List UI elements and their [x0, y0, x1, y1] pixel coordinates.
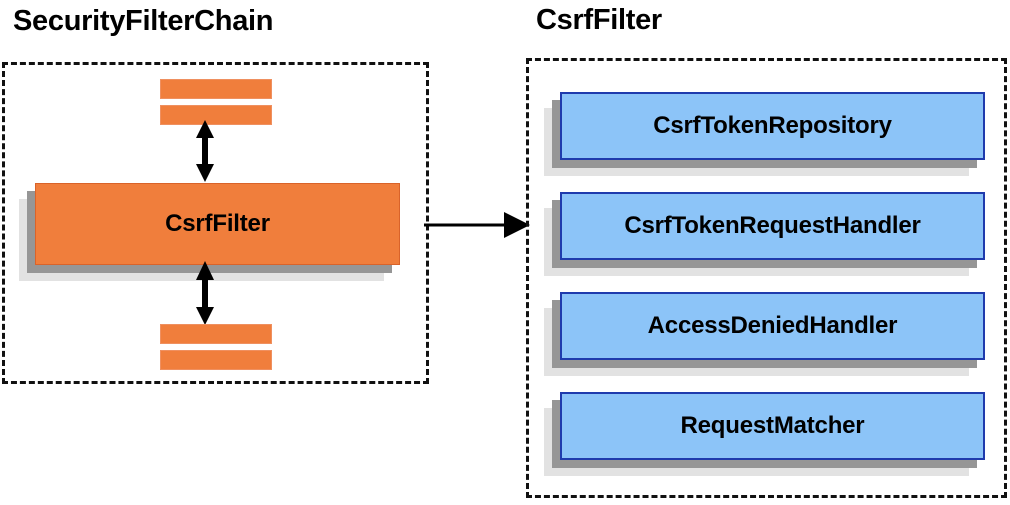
- security-filter-chain-panel: [2, 62, 429, 384]
- csrf-filter-component-label: CsrfFilter: [35, 183, 400, 265]
- collaborator-request-matcher[interactable]: RequestMatcher: [544, 392, 985, 476]
- collaborator-access-denied-handler[interactable]: AccessDeniedHandler: [544, 292, 985, 376]
- filter-slab-below-1: [160, 324, 272, 344]
- expand-arrow-icon: [424, 212, 530, 238]
- csrf-filter-title: CsrfFilter: [536, 4, 662, 36]
- csrf-filter-panel: [526, 58, 1007, 498]
- collaborator-csrf-token-repository[interactable]: CsrfTokenRepository: [544, 92, 985, 176]
- collaborator-label: CsrfTokenRepository: [560, 92, 985, 160]
- csrf-filter-component[interactable]: CsrfFilter: [19, 183, 400, 281]
- filter-slab-below-2: [160, 350, 272, 370]
- security-filter-chain-title: SecurityFilterChain: [13, 5, 274, 37]
- collaborator-csrf-token-request-handler[interactable]: CsrfTokenRequestHandler: [544, 192, 985, 276]
- collaborator-label: CsrfTokenRequestHandler: [560, 192, 985, 260]
- collaborator-label: AccessDeniedHandler: [560, 292, 985, 360]
- collaborator-label: RequestMatcher: [560, 392, 985, 460]
- chain-arrow-above-icon: [196, 120, 214, 182]
- filter-slab-above-1: [160, 79, 272, 99]
- filter-slab-above-2: [160, 105, 272, 125]
- chain-arrow-below-icon: [196, 261, 214, 325]
